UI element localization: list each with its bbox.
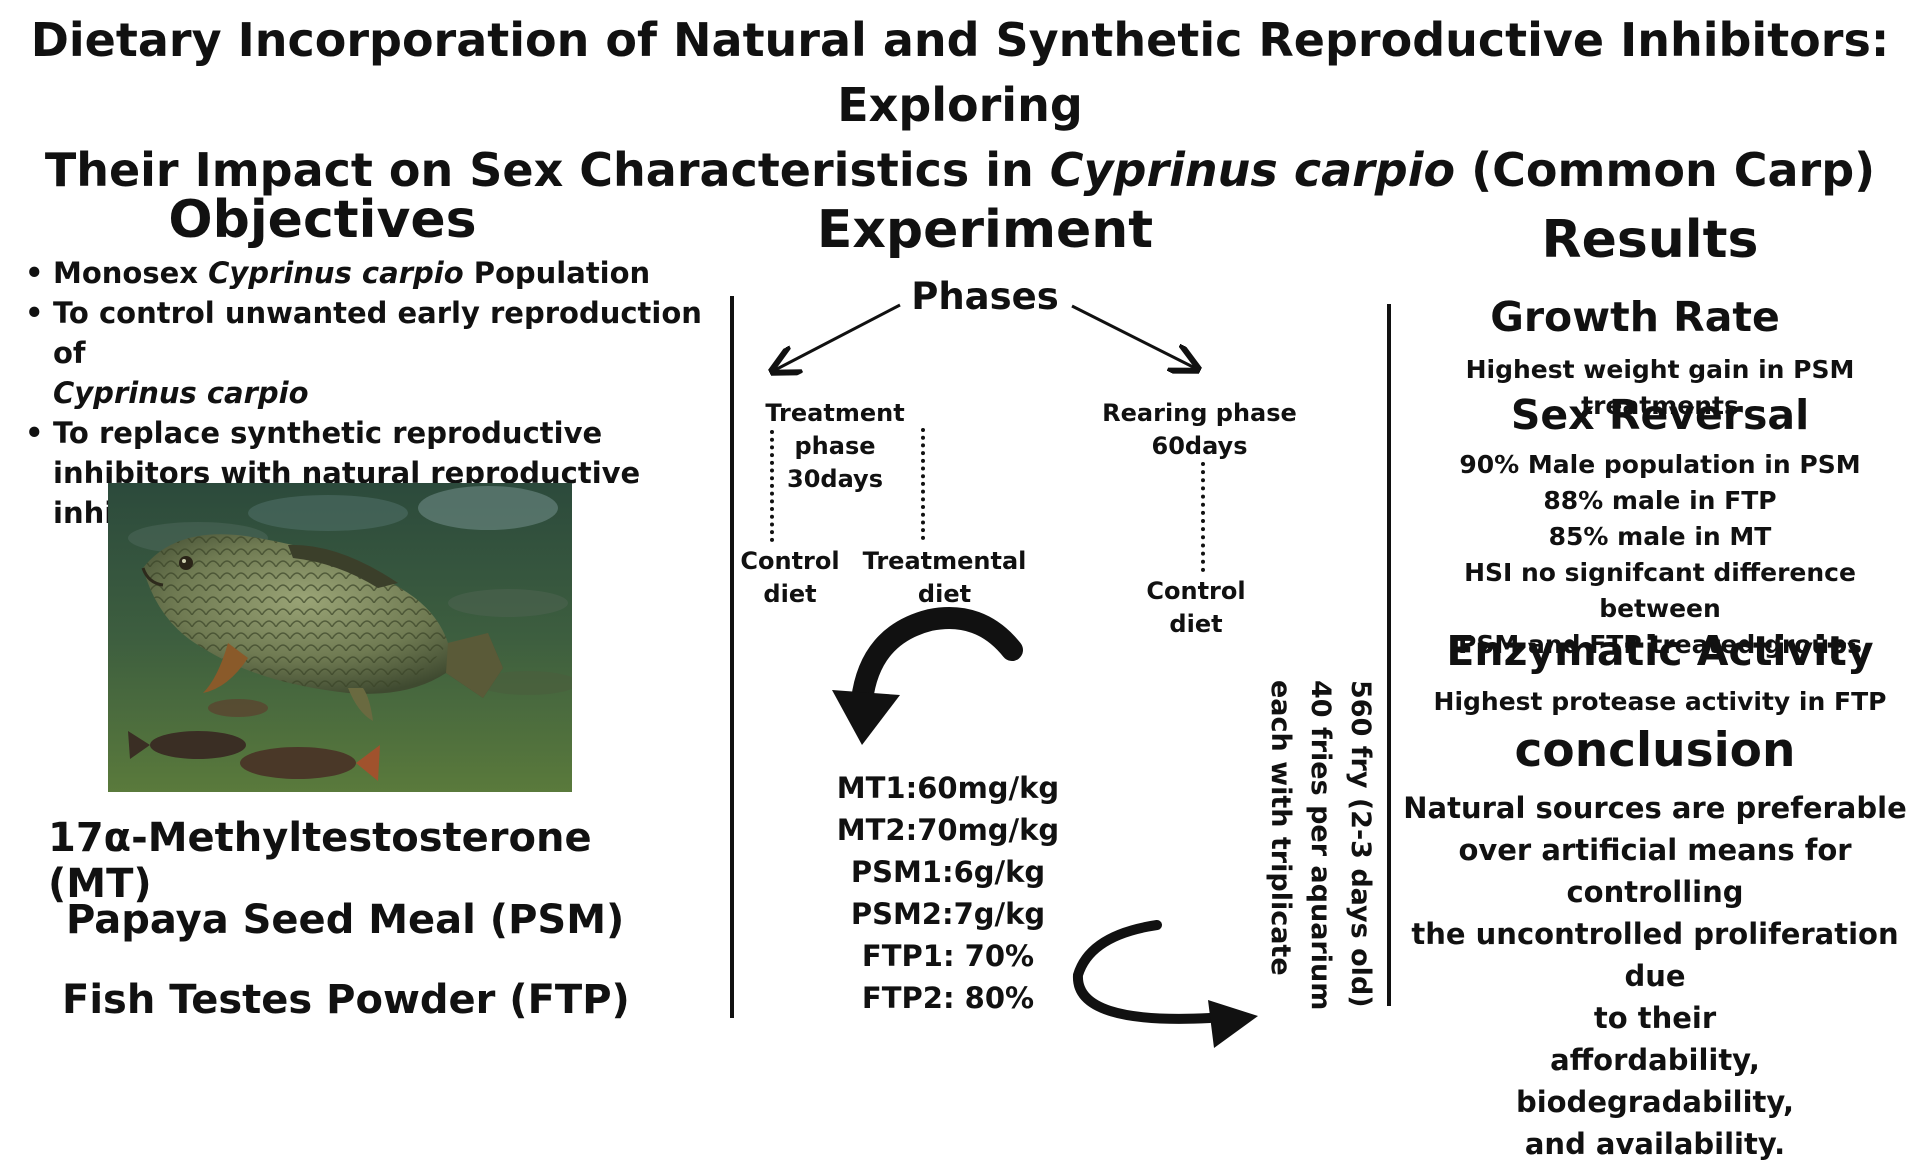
rearing-phase-days: 60days: [1151, 432, 1248, 460]
enzymatic-heading: Enzymatic Activity: [1446, 627, 1874, 675]
curved-arrow-head-2: [1208, 1000, 1258, 1048]
treatmental-diet-line-2: diet: [917, 580, 972, 608]
enzymatic-text: Highest protease activity in FTP: [1433, 687, 1887, 716]
curved-arrow-to-fry: [1072, 920, 1215, 1024]
carp-illustration: [108, 483, 572, 792]
rearing-phase-title: Rearing phase: [1102, 399, 1297, 427]
treatment-phase-days: 30days: [787, 465, 883, 493]
conclusion-heading: conclusion: [1514, 723, 1796, 778]
title-line-2-suffix: (Common Carp): [1455, 143, 1876, 197]
fry-line-1: 560 fry (2-3 days old): [1345, 680, 1376, 1008]
dotted-line-control-2: [1201, 462, 1205, 572]
title-line-2: Their Impact on Sex Characteristics in C…: [0, 138, 1920, 203]
treatmental-diet: Treatmental diet: [862, 545, 1027, 611]
rearing-phase-label: Rearing phase 60days: [1102, 397, 1297, 463]
flow-arrows: [0, 303, 1258, 1048]
conclusion-line-3: the uncontrolled proliferation due: [1411, 917, 1899, 993]
treatment-psm: Papaya Seed Meal (PSM): [66, 897, 625, 943]
objective-item-1: Monosex Cyprinus carpio Population: [22, 253, 702, 293]
title-line-1: Dietary Incorporation of Natural and Syn…: [30, 13, 1890, 132]
objective-1-suffix: Population: [463, 256, 651, 290]
dose-list: MT1:60mg/kg MT2:70mg/kg PSM1:6g/kg PSM2:…: [828, 767, 1068, 1019]
dose-ftp2: FTP2: 80%: [861, 981, 1035, 1015]
conclusion-text: Natural sources are preferable over arti…: [1390, 787, 1920, 1165]
control-diet-1-line-2: diet: [763, 580, 817, 608]
dotted-line-treatmental: [921, 428, 925, 540]
results-heading: Results: [1541, 210, 1759, 270]
right-divider: [1387, 304, 1391, 1006]
objective-item-2: To control unwanted early reproduction o…: [22, 293, 702, 413]
conclusion-line-2: over artificial means for controlling: [1458, 833, 1852, 909]
sex-reversal-heading: Sex Reversal: [1510, 391, 1810, 439]
treatment-phase-title: Treatment phase: [765, 399, 905, 460]
carp-photo: [108, 483, 572, 792]
treatment-mt: 17α-Methyltestosterone (MT): [48, 815, 592, 907]
dotted-line-control-1: [770, 430, 774, 542]
growth-heading: Growth Rate: [1490, 293, 1780, 341]
sex-line-mt: 85% male in MT: [1548, 522, 1772, 551]
arrow-to-rearing-phase: [1071, 304, 1195, 368]
conclusion-line-1: Natural sources are preferable: [1403, 791, 1907, 825]
objective-2-text: To control unwanted early reproduction o…: [53, 296, 702, 370]
control-diet-1-line-1: Control: [740, 547, 840, 575]
dose-mt1: MT1:60mg/kg: [836, 771, 1060, 805]
sex-line-hsi-2: PSM and FTP treated groups: [1458, 630, 1862, 659]
objective-2-species: Cyprinus carpio: [53, 376, 309, 410]
control-diet-2-line-2: diet: [1169, 610, 1223, 638]
sex-reversal-lines: 90% Male population in PSM 88% male in F…: [1400, 447, 1920, 663]
left-divider: [730, 296, 734, 1018]
fry-text-block: 560 fry (2-3 days old) 40 fries per aqua…: [1260, 680, 1380, 1025]
dose-psm2: PSM2:7g/kg: [850, 897, 1046, 931]
title-line-2-prefix: Their Impact on Sex Characteristics in: [44, 143, 1050, 197]
conclusion-line-6: biodegradability,: [1515, 1085, 1795, 1119]
dose-ftp1: FTP1: 70%: [861, 939, 1035, 973]
objective-1-prefix: Monosex: [53, 256, 209, 290]
growth-text: Highest weight gain in PSM treatments: [1465, 355, 1855, 420]
sex-line-ftp: 88% male in FTP: [1543, 486, 1777, 515]
treatment-ftp: Fish Testes Powder (FTP): [62, 977, 630, 1023]
fry-line-2: 40 fries per aquarium: [1305, 680, 1336, 1011]
title-species: Cyprinus carpio: [1049, 143, 1456, 197]
treatment-phase-label: Treatment phase 30days: [735, 397, 935, 496]
treatmental-diet-line-1: Treatmental: [862, 547, 1027, 575]
sex-line-psm: 90% Male population in PSM: [1459, 450, 1861, 479]
control-diet-2: Control diet: [1141, 575, 1251, 641]
conclusion-line-4: to their: [1593, 1001, 1717, 1035]
control-diet-1: Control diet: [735, 545, 845, 611]
poster-title: Dietary Incorporation of Natural and Syn…: [0, 8, 1920, 203]
curved-arrow-head-1: [832, 690, 900, 745]
dose-mt2: MT2:70mg/kg: [836, 813, 1060, 847]
experiment-heading: Experiment: [816, 200, 1154, 260]
fry-line-3: each with triplicate: [1265, 680, 1296, 976]
arrow-to-treatment-phase: [775, 303, 901, 370]
objective-1-species: Cyprinus carpio: [208, 256, 464, 290]
conclusion-line-7: and availability.: [1524, 1127, 1786, 1161]
curved-arrow-to-doses: [851, 607, 1023, 711]
control-diet-2-line-1: Control: [1146, 577, 1246, 605]
phases-label: Phases: [911, 275, 1059, 318]
objectives-heading: Objectives: [168, 190, 477, 250]
sex-line-hsi-1: HSI no signifcant difference between: [1464, 558, 1856, 623]
conclusion-line-5: affordability,: [1550, 1043, 1760, 1077]
dose-psm1: PSM1:6g/kg: [850, 855, 1046, 889]
